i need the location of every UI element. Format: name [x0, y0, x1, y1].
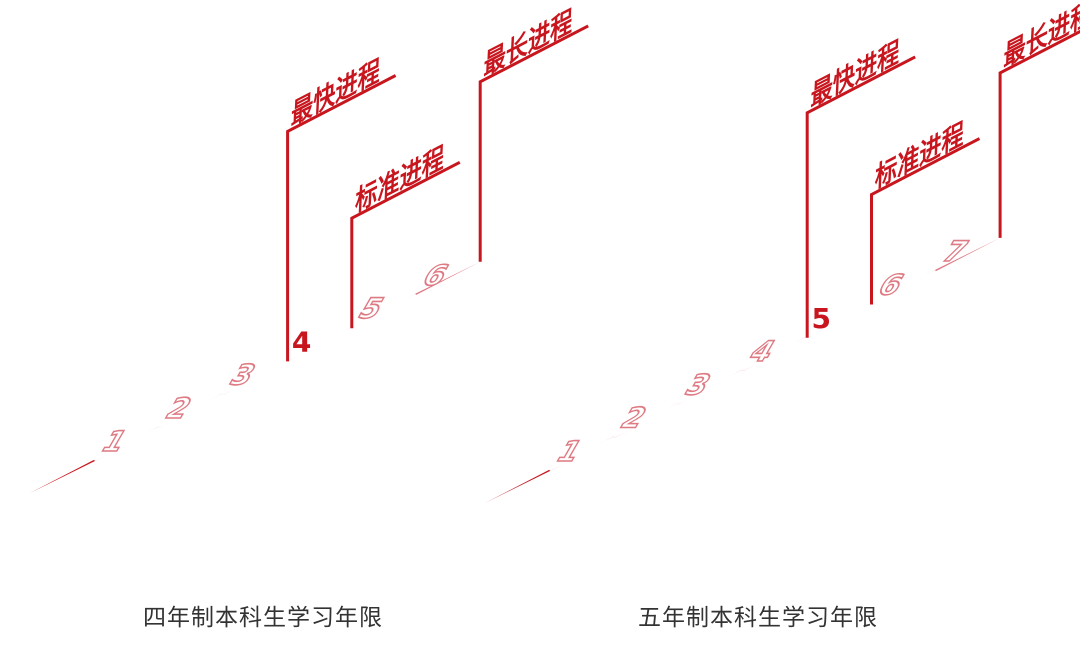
marker-line-fastest	[805, 55, 916, 338]
marker-label-standard: 标准进程	[874, 117, 964, 196]
marker-line-standard	[350, 160, 461, 329]
marker-line-longest	[478, 24, 589, 262]
year-number-7: 7	[936, 236, 974, 268]
marker-line-longest	[998, 29, 1080, 238]
year-separator	[286, 326, 353, 362]
year-number-4: 4	[292, 325, 311, 358]
marker-label-longest: 最长进程	[483, 4, 573, 83]
year-number-6: 6	[416, 260, 454, 292]
year-separator	[548, 436, 615, 472]
marker-label-fastest: 最快进程	[290, 54, 380, 133]
marker-label-fastest: 最快进程	[810, 35, 900, 114]
marker-line-fastest	[286, 74, 397, 362]
year-separator	[870, 269, 937, 305]
marker-label-longest: 最长进程	[1003, 0, 1080, 74]
four-year-caption: 四年制本科生学习年限	[143, 605, 383, 631]
year-separator	[805, 303, 873, 338]
year-separator	[741, 336, 808, 372]
year-separator	[221, 360, 289, 395]
year-separator	[93, 426, 160, 462]
marker-line-standard	[870, 137, 981, 305]
year-number-5: 5	[811, 302, 830, 335]
year-separator	[612, 403, 680, 438]
year-separator	[677, 369, 744, 405]
five-year-caption: 五年制本科生学习年限	[638, 605, 878, 631]
year-separator	[157, 393, 225, 428]
year-separator	[350, 293, 417, 329]
marker-label-standard: 标准进程	[354, 141, 444, 220]
